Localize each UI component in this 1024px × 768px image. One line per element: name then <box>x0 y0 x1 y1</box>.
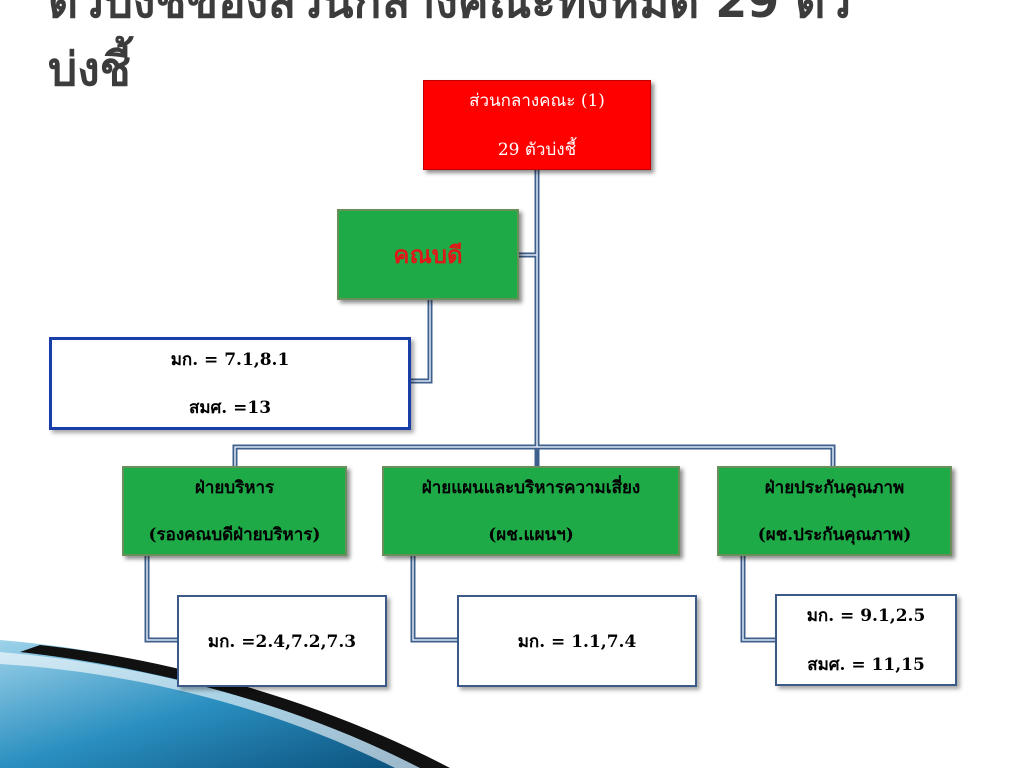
division-admin-node: ฝ่ายบริหาร (รองคณบดีฝ่ายบริหาร) <box>122 466 347 556</box>
division-qa-head: (ผช.ประกันคุณภาพ) <box>757 525 912 545</box>
dean-kpi-line2: สมศ. =13 <box>188 398 272 418</box>
root-indicator-count: 29 ตัวบ่งชี้ <box>497 140 577 160</box>
slide-title-line2: บ่งชี้ <box>48 42 131 96</box>
division-plan-kpi-line1: มก. = 1.1,7.4 <box>517 631 637 652</box>
division-qa-kpi-line2: สมศ. = 11,15 <box>807 655 925 675</box>
division-admin-name: ฝ่ายบริหาร <box>194 478 275 498</box>
division-plan-kpi-box: มก. = 1.1,7.4 <box>457 595 697 687</box>
dean-kpi-line1: มก. = 7.1,8.1 <box>170 350 290 370</box>
division-admin-kpi-box: มก. =2.4,7.2,7.3 <box>177 595 387 687</box>
plan-kpi-connector <box>410 556 457 643</box>
division-admin-kpi-line1: มก. =2.4,7.2,7.3 <box>207 631 357 652</box>
division-qa-name: ฝ่ายประกันคุณภาพ <box>764 478 905 498</box>
slide-title-line1: ตัวบ่งชี้ของส่วนกลางคณะทั้งหมด 29 ตัว <box>48 0 852 28</box>
dean-kpi-connector <box>411 300 433 384</box>
admin-kpi-connector <box>144 556 178 643</box>
root-name: ส่วนกลางคณะ (1) <box>469 91 605 111</box>
division-plan-name: ฝ่ายแผนและบริหารความเสี่ยง <box>421 478 641 498</box>
division-qa-kpi-line1: มก. = 9.1,2.5 <box>806 606 926 626</box>
division-admin-head: (รองคณบดีฝ่ายบริหาร) <box>148 525 321 545</box>
dean-node: คณบดี <box>337 209 519 300</box>
division-plan-node: ฝ่ายแผนและบริหารความเสี่ยง (ผช.แผนฯ) <box>382 466 680 556</box>
dean-label: คณบดี <box>393 241 463 269</box>
division-qa-kpi-box: มก. = 9.1,2.5 สมศ. = 11,15 <box>775 594 957 686</box>
division-qa-node: ฝ่ายประกันคุณภาพ (ผช.ประกันคุณภาพ) <box>717 466 952 556</box>
division-bus-connector <box>232 444 836 467</box>
org-root-node: ส่วนกลางคณะ (1) 29 ตัวบ่งชี้ <box>423 80 651 170</box>
dean-kpi-box: มก. = 7.1,8.1 สมศ. =13 <box>49 337 411 430</box>
division-plan-head: (ผช.แผนฯ) <box>488 525 574 545</box>
qa-kpi-connector <box>740 556 775 643</box>
